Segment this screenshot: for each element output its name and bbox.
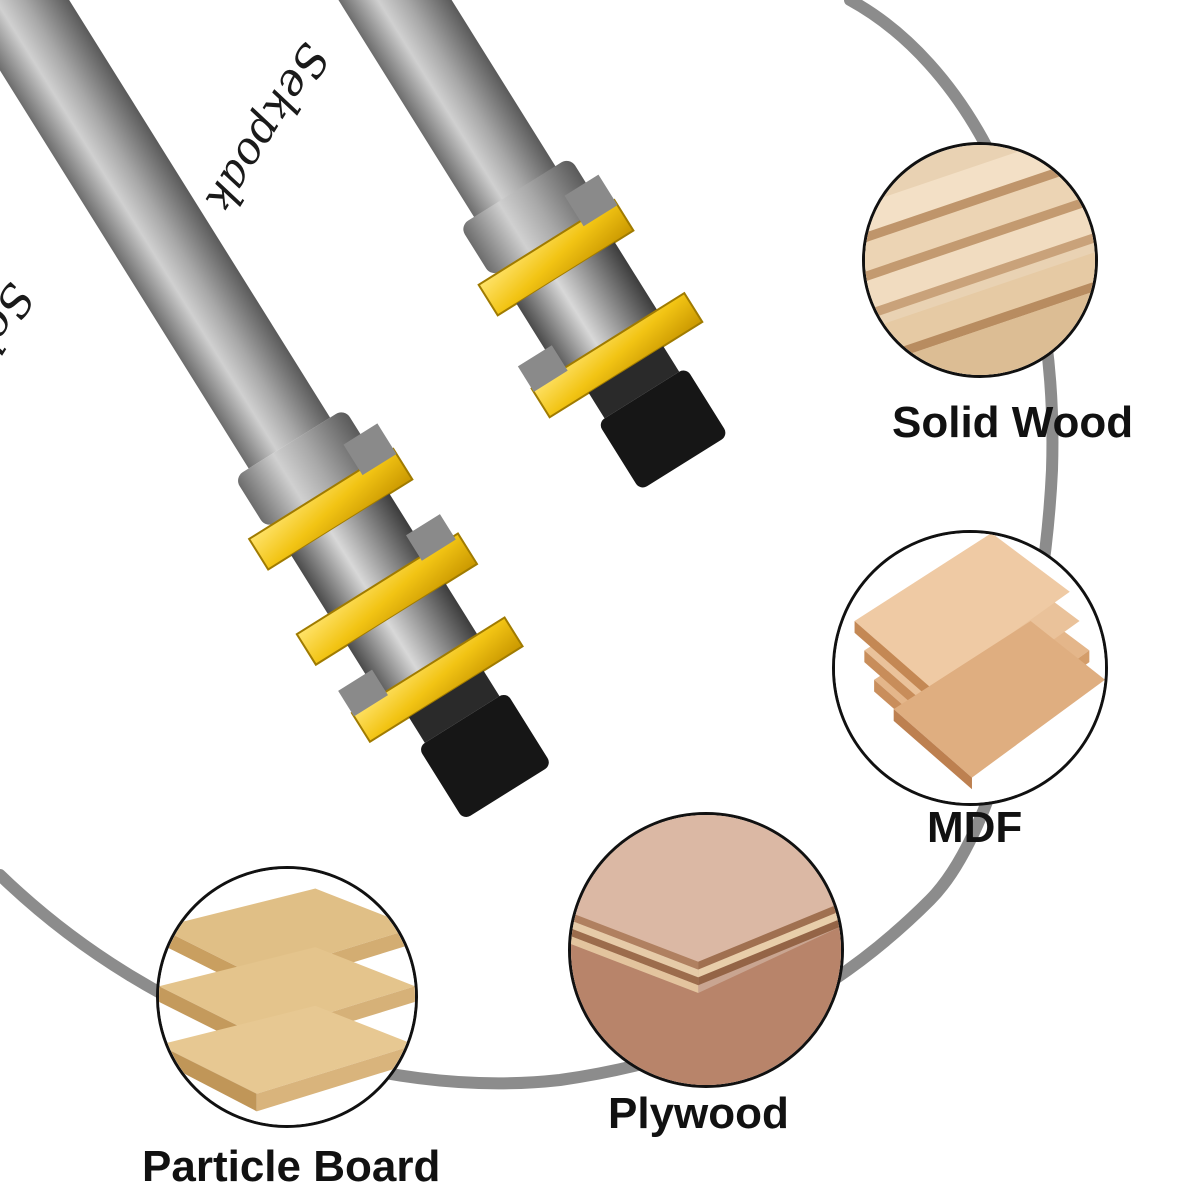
- nut: [600, 370, 726, 488]
- plywood-photo: [568, 812, 844, 1088]
- material-label-particle-board: Particle Board: [142, 1142, 441, 1191]
- material-label-plywood: Plywood: [608, 1089, 789, 1138]
- solid-wood-photo: [862, 142, 1098, 378]
- nut: [421, 694, 549, 817]
- material-label-mdf: MDF: [927, 803, 1023, 852]
- router-bit-back: [203, 0, 726, 488]
- bearing: [291, 493, 427, 615]
- mdf-photo: [832, 530, 1108, 806]
- particle-board-photo: [156, 866, 418, 1128]
- brand-engraving-front: Sekpoak: [0, 274, 44, 462]
- router-bit-front: [0, 0, 549, 817]
- material-label-solid-wood: Solid Wood: [892, 398, 1134, 447]
- shank: [203, 0, 561, 226]
- bearing: [516, 242, 658, 372]
- brand-engraving-back: Sekpoak: [195, 34, 339, 222]
- shank: [0, 0, 331, 469]
